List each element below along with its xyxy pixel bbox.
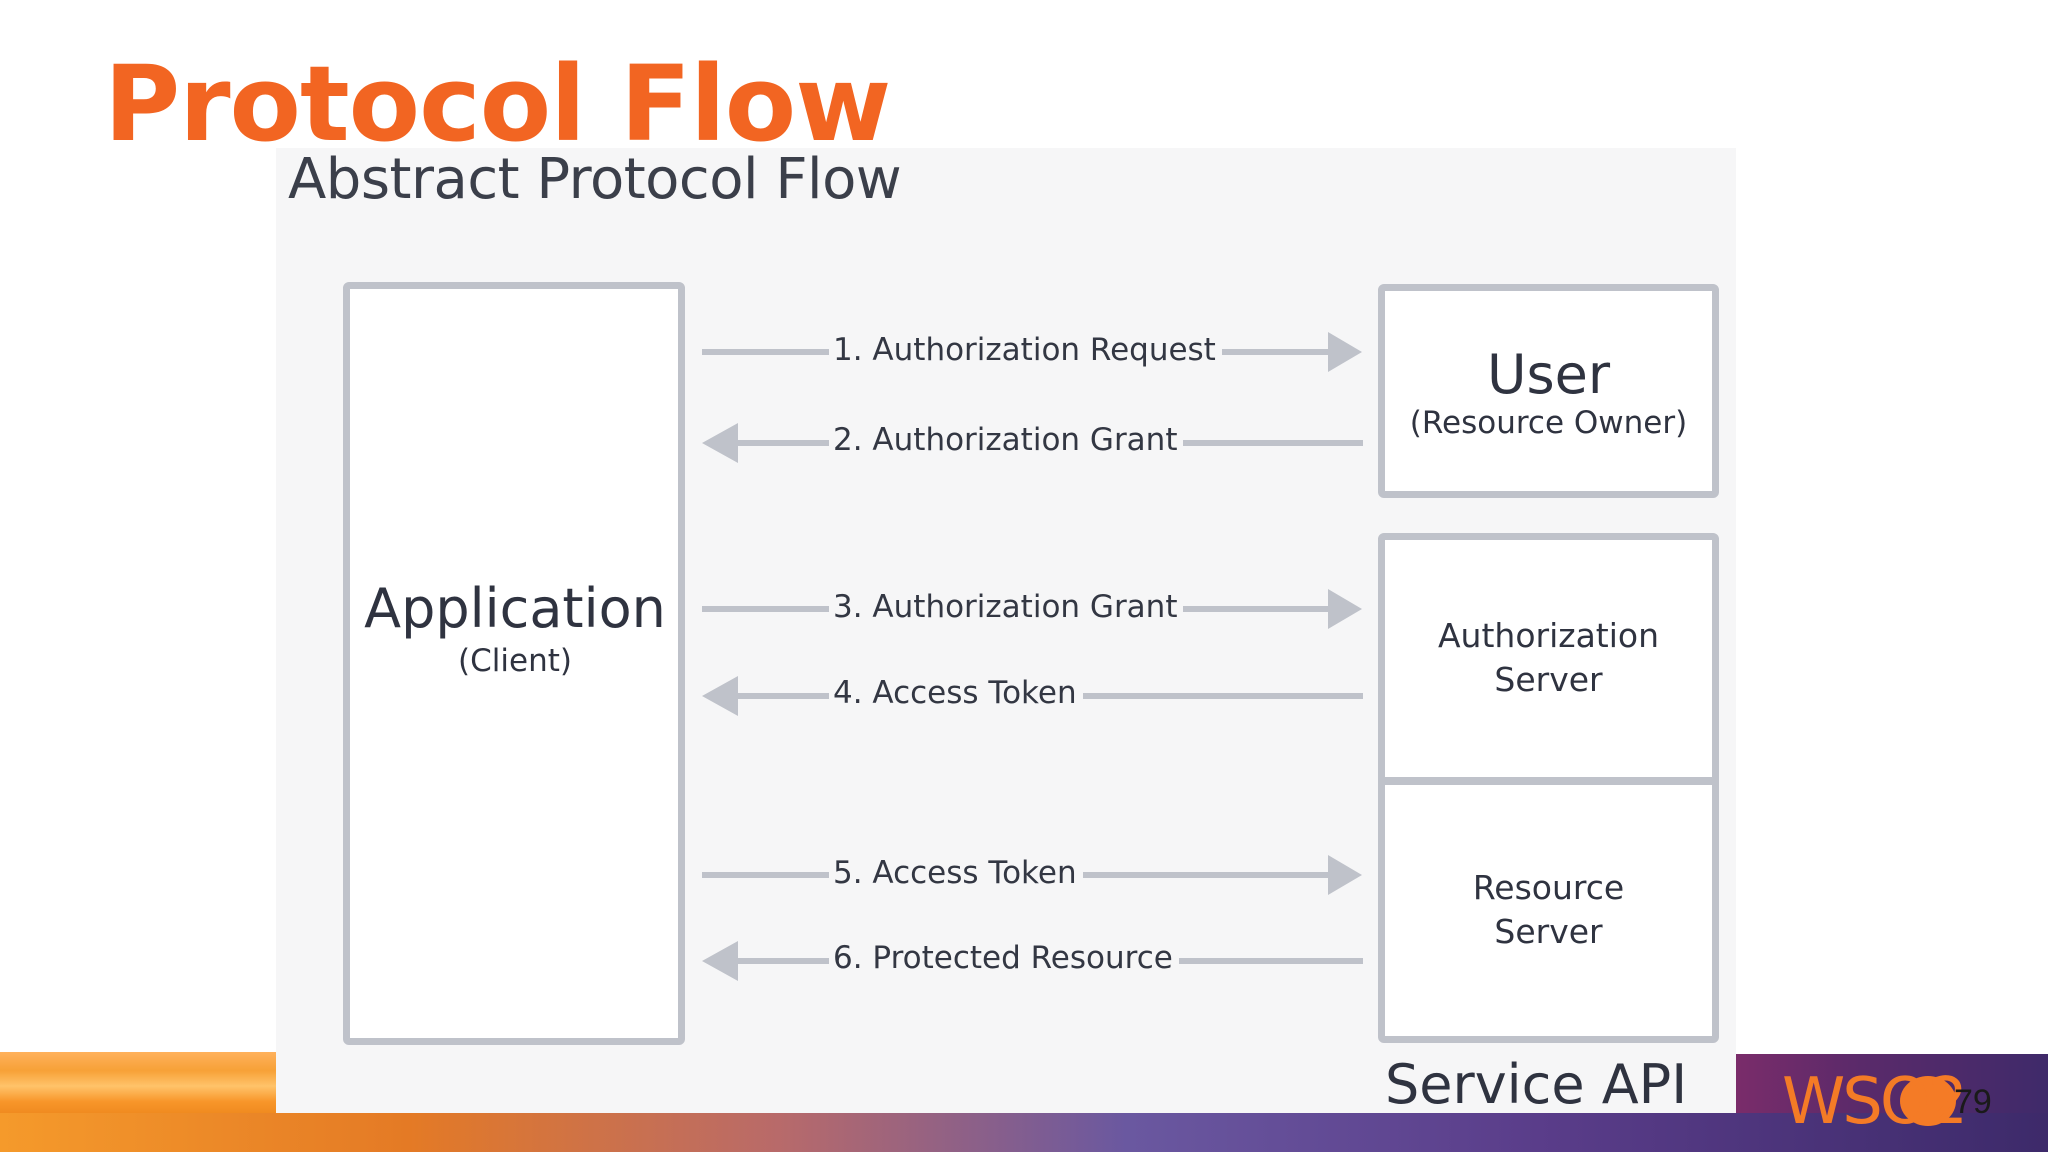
user-box — [1378, 284, 1719, 498]
user-sublabel: (Resource Owner) — [1409, 405, 1688, 441]
step-6-label: 6. Protected Resource — [829, 943, 1179, 974]
slide-title: Protocol Flow — [104, 43, 891, 165]
authorization-server-label: Authorization Server — [1381, 614, 1716, 702]
footer-accent-left — [0, 1052, 276, 1114]
page-number: 79 — [1954, 1083, 1992, 1121]
authorization-server-line1: Authorization — [1437, 616, 1660, 655]
server-divider — [1381, 777, 1716, 785]
footer-accent-right — [1736, 1054, 2048, 1114]
authorization-server-line2: Server — [1494, 660, 1603, 699]
footer-bar — [0, 1113, 2048, 1152]
step-4-label: 4. Access Token — [829, 678, 1083, 709]
resource-server-label: Resource Server — [1381, 866, 1716, 954]
application-box — [343, 282, 685, 1045]
user-label: User — [1486, 343, 1611, 406]
service-api-box — [1378, 533, 1719, 1043]
resource-server-line2: Server — [1494, 912, 1603, 951]
wso2-logo: WSO2 — [1782, 1065, 1968, 1139]
step-1-label: 1. Authorization Request — [829, 335, 1222, 366]
application-sublabel: (Client) — [458, 643, 572, 679]
step-3-label: 3. Authorization Grant — [829, 592, 1184, 623]
service-api-label: Service API — [1385, 1053, 1688, 1116]
application-label: Application — [364, 577, 666, 640]
step-2-label: 2. Authorization Grant — [829, 425, 1184, 456]
step-5-label: 5. Access Token — [829, 858, 1083, 889]
resource-server-line1: Resource — [1472, 868, 1625, 907]
logo-heartbeat-icon — [1900, 1076, 1956, 1126]
diagram-title: Abstract Protocol Flow — [288, 147, 902, 212]
